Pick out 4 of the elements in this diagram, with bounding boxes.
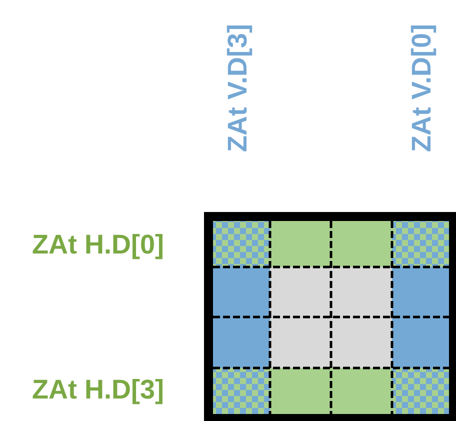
axis-label: ZAt V.D[0] <box>408 24 436 152</box>
axis-label: ZAt H.D[0] <box>32 232 164 258</box>
axis-label: ZAt H.D[3] <box>32 376 164 404</box>
axis-label: ZAt V.D[3] <box>224 24 252 152</box>
